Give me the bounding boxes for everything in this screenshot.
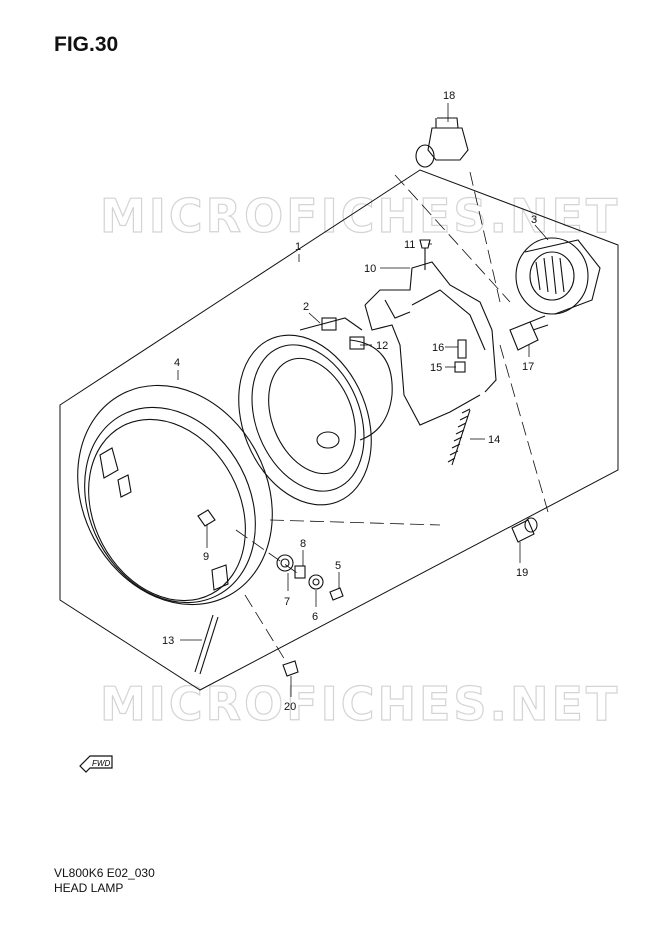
position-bulb (511, 517, 538, 543)
callout-15: 15 (430, 362, 442, 374)
callout-14: 14 (488, 434, 500, 446)
callout-18: 18 (443, 90, 455, 102)
callout-2: 2 (303, 301, 309, 313)
figure-title: FIG.30 (54, 33, 119, 56)
spring (447, 408, 471, 466)
figure-caption: HEAD LAMP (54, 881, 124, 895)
socket-housing (515, 237, 601, 315)
outer-rim (77, 384, 273, 606)
assembly-outline (59, 169, 619, 691)
figure-code: VL800K6 E02_030 (54, 866, 155, 880)
callout-16: 16 (432, 342, 444, 354)
forward-label: FWD (92, 759, 110, 768)
callout-8: 8 (300, 538, 306, 550)
callout-leaders (177, 103, 549, 697)
callout-13: 13 (162, 635, 174, 647)
callout-6: 6 (312, 611, 318, 623)
headlamp-unit (238, 317, 393, 506)
callout-1: 1 (295, 241, 301, 253)
small-hardware (194, 239, 467, 677)
callout-17: 17 (522, 361, 534, 373)
callout-3: 3 (531, 214, 537, 226)
forward-arrow-icon: FWD (79, 755, 113, 773)
callout-12: 12 (376, 340, 388, 352)
callout-20: 20 (284, 701, 296, 713)
callout-19: 19 (516, 567, 528, 579)
callout-10: 10 (364, 263, 376, 275)
callout-4: 4 (174, 357, 180, 369)
watermark-top: MICROFICHES.NET (100, 189, 620, 243)
assembly-lines (235, 171, 549, 661)
callout-7: 7 (284, 596, 290, 608)
position-lamp-socket (509, 315, 549, 351)
callout-9: 9 (203, 551, 209, 563)
mounting-bracket (364, 261, 497, 426)
watermark-bottom: MICROFICHES.NET (100, 677, 620, 731)
callout-11: 11 (404, 239, 415, 251)
headlamp-bulb (415, 117, 469, 168)
callout-5: 5 (335, 560, 341, 572)
